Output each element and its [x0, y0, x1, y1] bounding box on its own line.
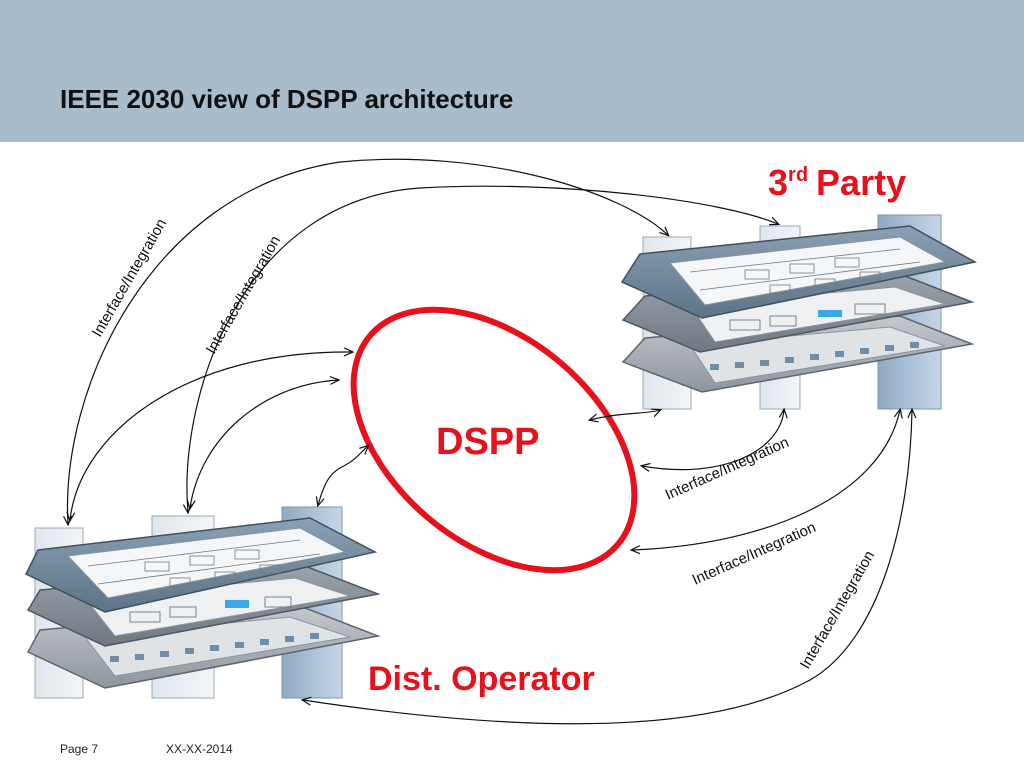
connector-arrow — [590, 410, 660, 420]
connector-arrow — [632, 410, 900, 550]
page-number: Page 7 — [60, 742, 99, 756]
connector-arrow — [318, 446, 368, 505]
connector-arrow — [303, 410, 912, 725]
third-party-stack — [620, 214, 978, 410]
interface-label: Interface/Integration — [690, 519, 819, 589]
slide-title: IEEE 2030 view of DSPP architecture — [60, 84, 514, 114]
interface-label: Interface/Integration — [797, 548, 878, 672]
interface-label: Interface/Integration — [203, 233, 284, 357]
dist-operator-stack — [24, 506, 381, 699]
connector-arrow — [70, 352, 352, 520]
footer-date: XX-XX-2014 — [166, 742, 233, 756]
interface-label: Interface/Integration — [89, 216, 170, 340]
interface-label: Interface/Integration — [663, 434, 792, 504]
dspp-label: DSPP — [436, 421, 539, 463]
dist-operator-label: Dist. Operator — [368, 660, 595, 698]
header-band — [0, 0, 1024, 142]
connector-arrow — [190, 380, 338, 508]
